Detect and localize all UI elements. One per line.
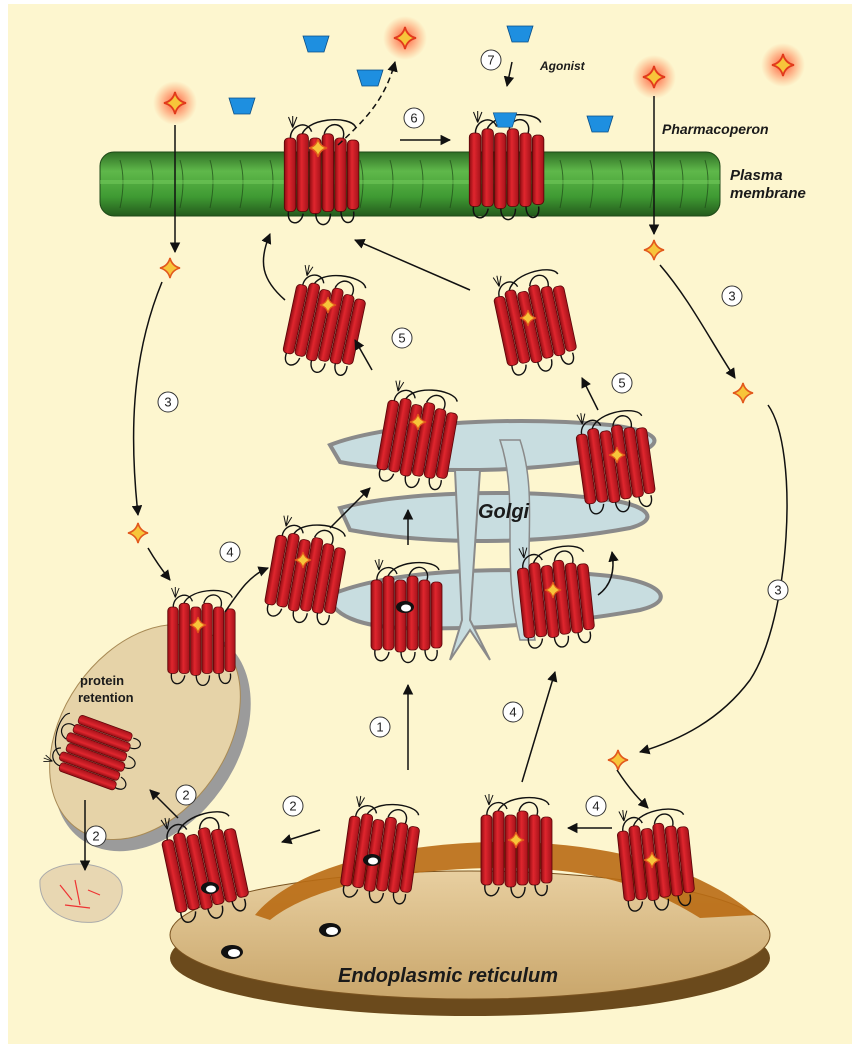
svg-text:5: 5 (618, 376, 625, 391)
step-2c: 2 (85, 825, 107, 847)
svg-text:4: 4 (592, 799, 599, 814)
er-label: Endoplasmic reticulum (338, 965, 558, 987)
svg-text:3: 3 (728, 289, 735, 304)
svg-text:4: 4 (226, 545, 233, 560)
step-markers: 1 2 2 2 3 3 3 4 4 4 5 5 6 7 (85, 49, 789, 847)
step-4a: 4 (219, 541, 241, 563)
svg-text:6: 6 (410, 111, 417, 126)
svg-text:5: 5 (398, 331, 405, 346)
svg-text:3: 3 (164, 395, 171, 410)
retention-label-2: retention (78, 690, 134, 705)
retention-compartment (49, 624, 251, 852)
step-1: 1 (369, 716, 391, 738)
step-2a: 2 (282, 795, 304, 817)
step-3c: 3 (767, 579, 789, 601)
step-3b: 3 (721, 285, 743, 307)
step-3a: 3 (157, 391, 179, 413)
svg-text:4: 4 (509, 705, 516, 720)
step-4b: 4 (502, 701, 524, 723)
plasma-membrane-label-1: Plasma (730, 167, 783, 184)
svg-text:3: 3 (774, 583, 781, 598)
step-5a: 5 (391, 327, 413, 349)
pathway-arrows (79, 60, 788, 872)
step-4c: 4 (585, 795, 607, 817)
pharmacoperon-label: Pharmacoperon (662, 121, 769, 137)
svg-text:2: 2 (182, 788, 189, 803)
misfold-marks (201, 601, 414, 894)
svg-text:1: 1 (376, 720, 383, 735)
step-7: 7 (480, 49, 502, 71)
plasma-membrane (99, 151, 721, 217)
svg-text:2: 2 (92, 829, 99, 844)
agonist-label: Agonist (539, 59, 586, 73)
step-6: 6 (403, 107, 425, 129)
svg-text:2: 2 (289, 799, 296, 814)
svg-text:7: 7 (487, 53, 494, 68)
retention-label-1: protein (80, 673, 124, 688)
step-5b: 5 (611, 372, 633, 394)
golgi-label: Golgi (478, 501, 530, 523)
degraded-protein (39, 863, 123, 923)
step-2b: 2 (175, 784, 197, 806)
plasma-membrane-label-2: membrane (730, 185, 806, 202)
